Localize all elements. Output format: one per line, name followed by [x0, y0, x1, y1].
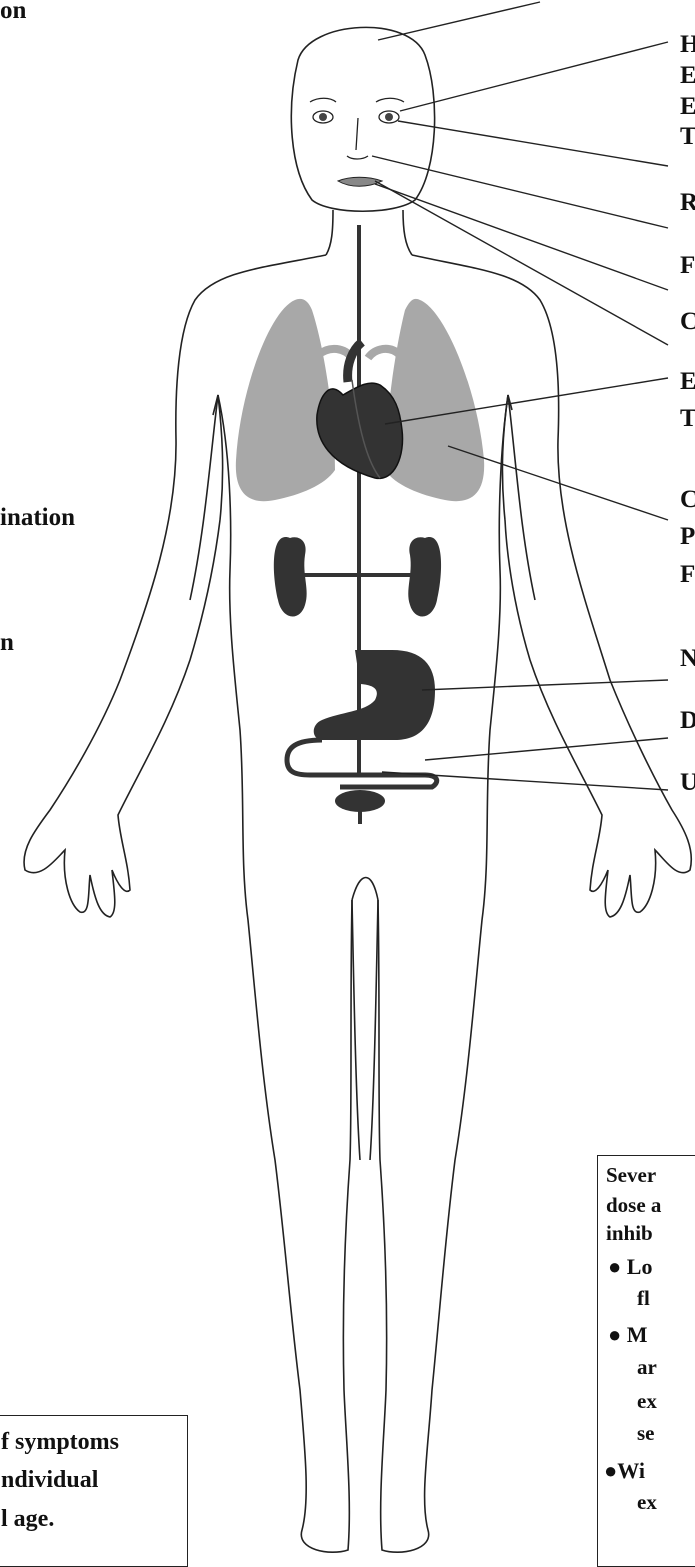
left-label-3: n	[0, 628, 14, 657]
right-label-15: U	[680, 768, 695, 797]
right-label-4: T	[680, 122, 695, 151]
severity-bullet-1: ● Lo	[608, 1252, 652, 1281]
severity-line-5: fl	[637, 1284, 650, 1313]
right-label-10: C	[680, 485, 695, 514]
right-label-1: H	[680, 30, 695, 59]
severity-line-11: ex	[637, 1488, 657, 1517]
severity-line-1: Sever	[606, 1161, 656, 1190]
right-label-7: C	[680, 307, 695, 336]
right-label-14: D	[680, 706, 695, 735]
left-label-1: on	[0, 0, 26, 25]
symptoms-note-line-1: f symptoms	[1, 1428, 119, 1457]
severity-line-3: inhib	[606, 1219, 653, 1248]
symptoms-note-line-2: ndividual	[1, 1466, 98, 1495]
right-label-13: N	[680, 644, 695, 673]
bladder	[335, 790, 385, 824]
left-label-2: ination	[0, 503, 75, 532]
right-label-9: T	[680, 404, 695, 433]
right-label-6: F	[680, 251, 695, 280]
right-label-2: E	[680, 61, 695, 90]
digestive-tract	[287, 650, 437, 787]
right-label-8: E	[680, 367, 695, 396]
symptoms-note-box: f symptoms ndividual l age.	[0, 1415, 188, 1567]
severity-line-9: se	[637, 1419, 655, 1448]
face	[310, 98, 404, 186]
right-label-12: F	[680, 560, 695, 589]
severity-note-box: Sever dose a inhib ● Lo fl ● M ar ex se …	[597, 1155, 695, 1567]
severity-line-7: ar	[637, 1353, 657, 1382]
right-label-3: E	[680, 92, 695, 121]
right-label-11: P	[680, 522, 695, 551]
severity-bullet-2: ● M	[608, 1320, 648, 1349]
symptoms-note-line-3: l age.	[1, 1505, 54, 1534]
right-label-5: R	[680, 188, 695, 217]
severity-line-8: ex	[637, 1387, 657, 1416]
severity-line-2: dose a	[606, 1191, 661, 1220]
severity-bullet-3: ●Wi	[604, 1456, 645, 1485]
